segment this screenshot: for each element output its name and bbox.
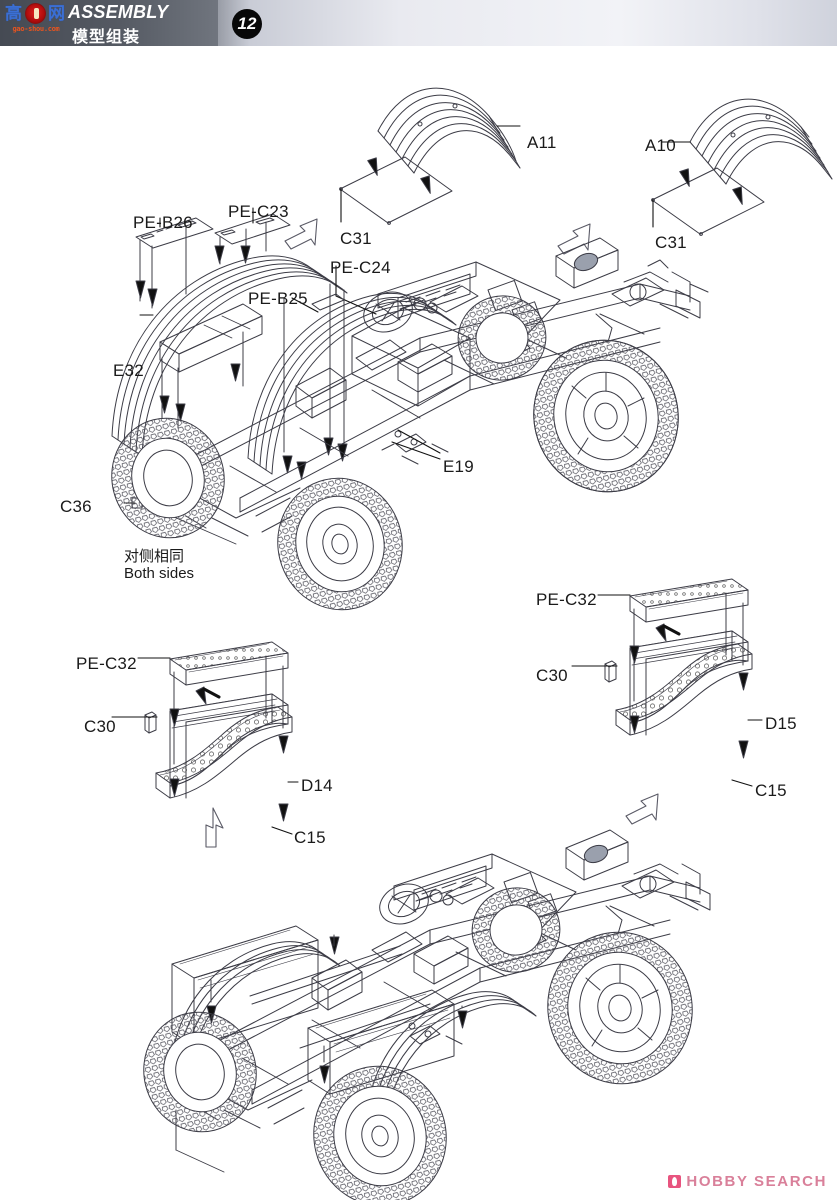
assembly-arrow <box>175 403 186 422</box>
part-pe-b26 <box>135 217 214 249</box>
part-label-pe-c24: PE-C24 <box>330 258 391 277</box>
part-c30-right <box>604 660 617 683</box>
assembly-arrow <box>738 740 749 759</box>
leader-line-pe-c24 <box>335 265 377 315</box>
assembly-arrow-up <box>655 623 681 642</box>
part-a10-fender <box>689 98 833 185</box>
assembly-arrow <box>282 455 293 474</box>
part-label-e19: E19 <box>443 457 474 476</box>
assembly-arrow <box>135 280 146 299</box>
part-label-c15-left: C15 <box>294 828 326 847</box>
part-label-a10: A10 <box>645 136 676 155</box>
wheel-front-right-upper <box>533 339 679 493</box>
subassembly-right <box>604 578 753 736</box>
assembly-arrow <box>457 1010 468 1029</box>
part-c15-left <box>155 706 293 799</box>
assembly-arrow <box>738 672 749 691</box>
leader-line-pe-b25 <box>291 297 319 313</box>
leader-line-c15-right <box>731 779 753 787</box>
step-number-badge: 12 <box>232 9 262 39</box>
assembly-arrow <box>169 778 180 797</box>
both-sides-note-cn: 对侧相同 <box>124 547 185 565</box>
both-sides-note-en: Both sides <box>124 565 195 582</box>
part-pe-c23 <box>214 213 291 245</box>
site-logo: 高 网 gao-shou.com <box>4 3 68 43</box>
part-label-e32: E32 <box>113 361 144 380</box>
red-seal-icon <box>25 3 46 24</box>
part-label-c31-right: C31 <box>655 233 687 252</box>
leader-line-e19 <box>397 429 441 454</box>
assembly-diagram-svg <box>111 87 833 1200</box>
wheel-rear-left-lower <box>313 1065 447 1200</box>
part-label-d15: D15 <box>765 714 797 733</box>
watermark-text: HOBBY SEARCH <box>686 1173 827 1190</box>
assembly-arrow <box>319 1065 330 1084</box>
hobby-search-watermark: HOBBY SEARCH <box>668 1173 827 1190</box>
wheel-rear-left-upper <box>277 477 403 611</box>
part-c15-right <box>615 643 753 736</box>
part-label-c31-left: C31 <box>340 229 372 248</box>
fender-left-exploded <box>111 255 348 457</box>
page-header: 高 网 gao-shou.com ASSEMBLY 模型组装 12 <box>0 0 837 46</box>
assembly-diagram <box>0 46 837 1200</box>
assembly-arrow <box>159 395 170 414</box>
assembly-arrow <box>629 715 640 734</box>
direction-arrow <box>557 223 591 255</box>
direction-arrow <box>625 793 659 825</box>
assembly-arrow <box>147 288 158 307</box>
subassembly-left <box>144 641 293 799</box>
part-pe-c32-right <box>629 578 749 623</box>
assembly-arrow <box>420 175 436 196</box>
part-label-pe-b25: PE-B25 <box>248 289 308 308</box>
assembly-arrow <box>278 735 289 754</box>
wheel-front-left-lower <box>471 887 561 973</box>
wheel-front-left-upper <box>457 295 547 381</box>
part-label-c30-left: C30 <box>84 717 116 736</box>
wheel-front-right-lower <box>547 931 693 1085</box>
both-sides-note: 对侧相同 Both sides <box>124 547 195 583</box>
leader-line-c15-left <box>271 826 293 835</box>
assembly-arrow-up <box>195 686 221 705</box>
part-label-pe-b26: PE-B26 <box>133 213 193 232</box>
part-label-pe-c23: PE-C23 <box>228 202 289 221</box>
part-label-pe-c32-left: PE-C32 <box>76 654 137 673</box>
part-label-a11: A11 <box>527 133 557 152</box>
page-title-en: ASSEMBLY <box>68 2 169 22</box>
part-a11-fender <box>377 87 521 174</box>
direction-arrow <box>284 218 318 250</box>
part-c31-plate-right <box>651 167 765 236</box>
part-label-c36: C36 <box>60 497 92 516</box>
assembly-arrow <box>296 461 307 480</box>
logo-char-left: 高 <box>5 4 22 24</box>
part-pe-c32-left <box>169 641 289 686</box>
part-label-d14: D14 <box>301 776 333 795</box>
wheel-left-rear-lower <box>143 1011 257 1133</box>
part-c30-left <box>144 711 157 734</box>
logo-char-right: 网 <box>48 4 65 24</box>
assembly-arrow <box>214 245 225 264</box>
page-title-cn: 模型组装 <box>72 27 141 46</box>
part-c31-plate-left <box>339 156 453 225</box>
fender-mid-exploded <box>247 293 457 475</box>
part-label-c30-right: C30 <box>536 666 568 685</box>
assembly-arrow <box>230 363 241 382</box>
part-e32-runningboard <box>159 303 263 373</box>
part-label-c15-right: C15 <box>755 781 787 800</box>
direction-arrow <box>205 807 224 848</box>
assembly-arrow <box>732 186 748 207</box>
logo-url-text: gao-shou.com <box>12 25 60 33</box>
wheel-left-rear-upper <box>111 417 225 539</box>
flame-icon <box>668 1175 682 1188</box>
assembly-arrow <box>278 803 289 822</box>
part-label-pe-c32-right: PE-C32 <box>536 590 597 609</box>
leader-line-e19 <box>391 441 441 460</box>
